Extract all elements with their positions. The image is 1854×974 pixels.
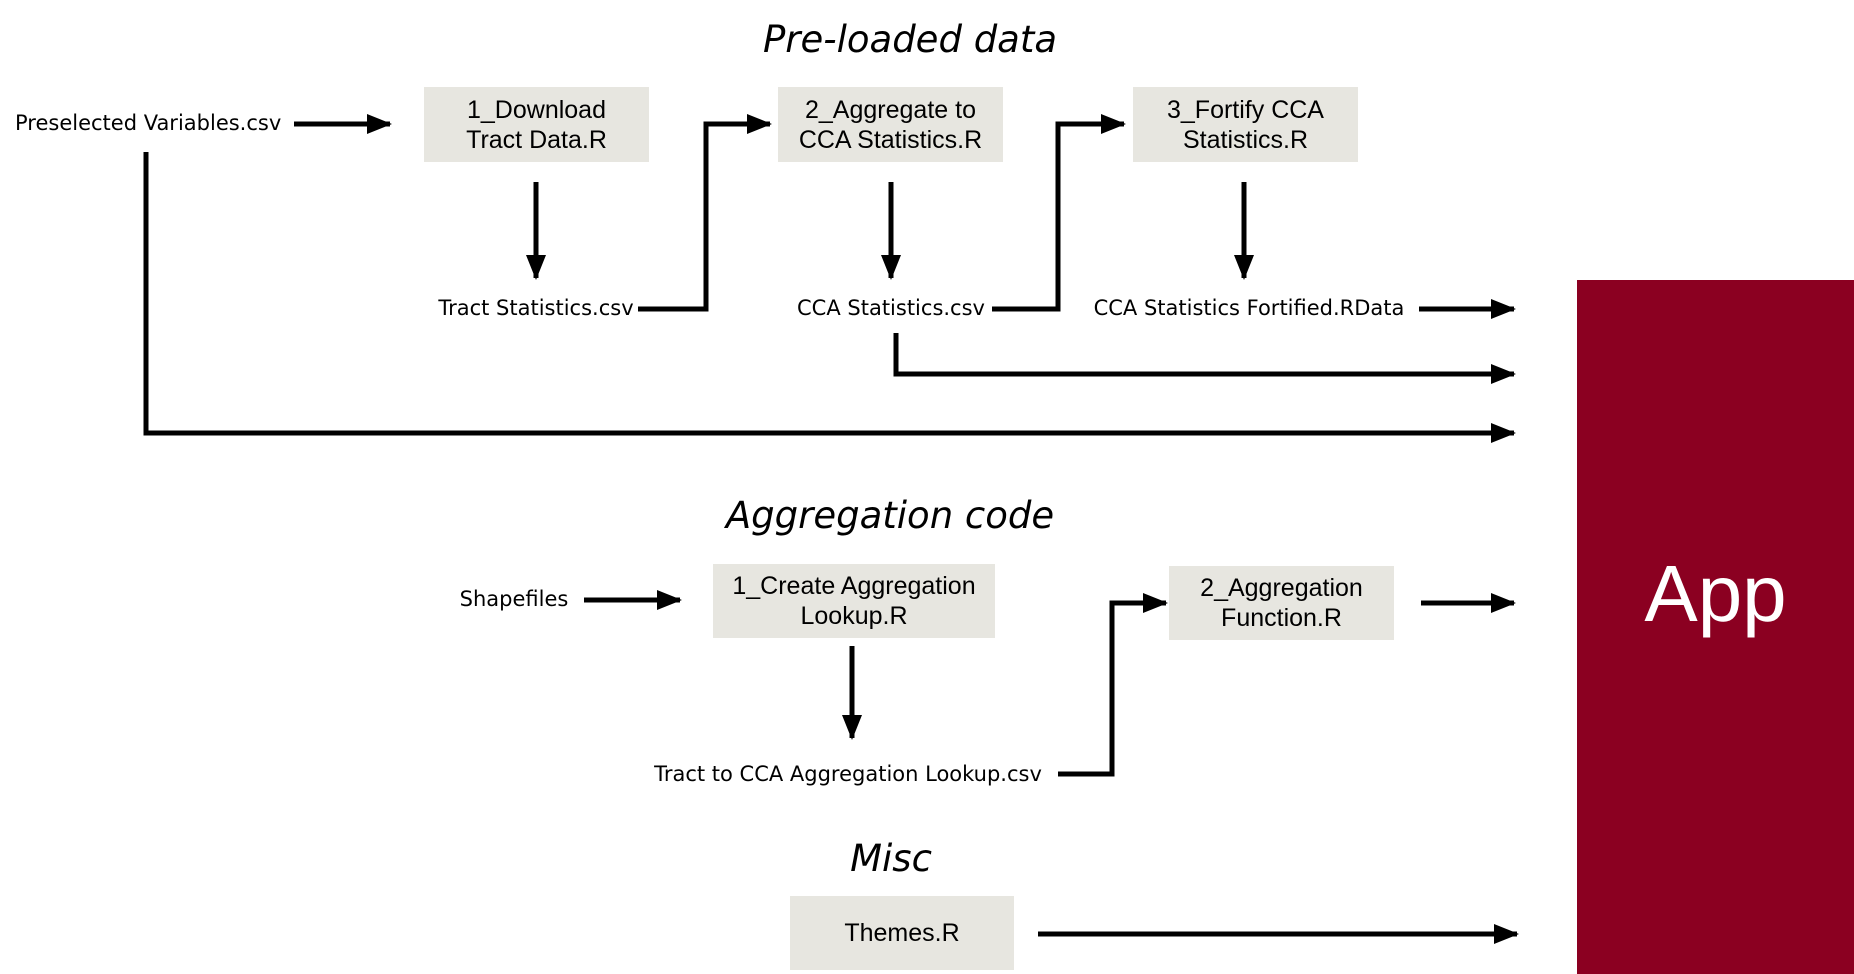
script-box-themes: Themes.R [790,896,1014,970]
file-label-lookup-csv: Tract to CCA Aggregation Lookup.csv [654,762,1042,786]
arrow-preselected-to-app [143,152,1517,443]
script-box-download-tract-data: 1_Download Tract Data.R [424,87,649,162]
file-label-preselected-variables: Preselected Variables.csv [15,111,282,135]
arrow-cca-stats-to-fortify [992,114,1127,312]
file-label-cca-statistics-fortified: CCA Statistics Fortified.RData [1093,296,1405,320]
arrow-tract-stats-to-aggregate [638,114,773,312]
file-label-cca-statistics: CCA Statistics.csv [797,296,985,320]
arrow-cca-stats-to-app [893,333,1517,384]
section-title-misc: Misc [850,837,932,880]
file-label-tract-statistics: Tract Statistics.csv [438,296,634,320]
script-box-aggregate-cca-statistics: 2_Aggregate to CCA Statistics.R [778,87,1003,162]
app-block: App [1577,280,1854,974]
section-title-aggregation: Aggregation code [725,494,1055,537]
app-label: App [1644,549,1787,638]
script-box-fortify-cca-statistics: 3_Fortify CCA Statistics.R [1133,87,1358,162]
section-title-preloaded: Pre-loaded data [762,18,1058,61]
file-label-shapefiles: Shapefiles [459,587,569,611]
script-box-aggregation-function: 2_Aggregation Function.R [1169,566,1394,640]
script-box-create-aggregation-lookup: 1_Create Aggregation Lookup.R [713,564,995,638]
arrow-lookup-csv-to-agg-function [1058,593,1169,777]
